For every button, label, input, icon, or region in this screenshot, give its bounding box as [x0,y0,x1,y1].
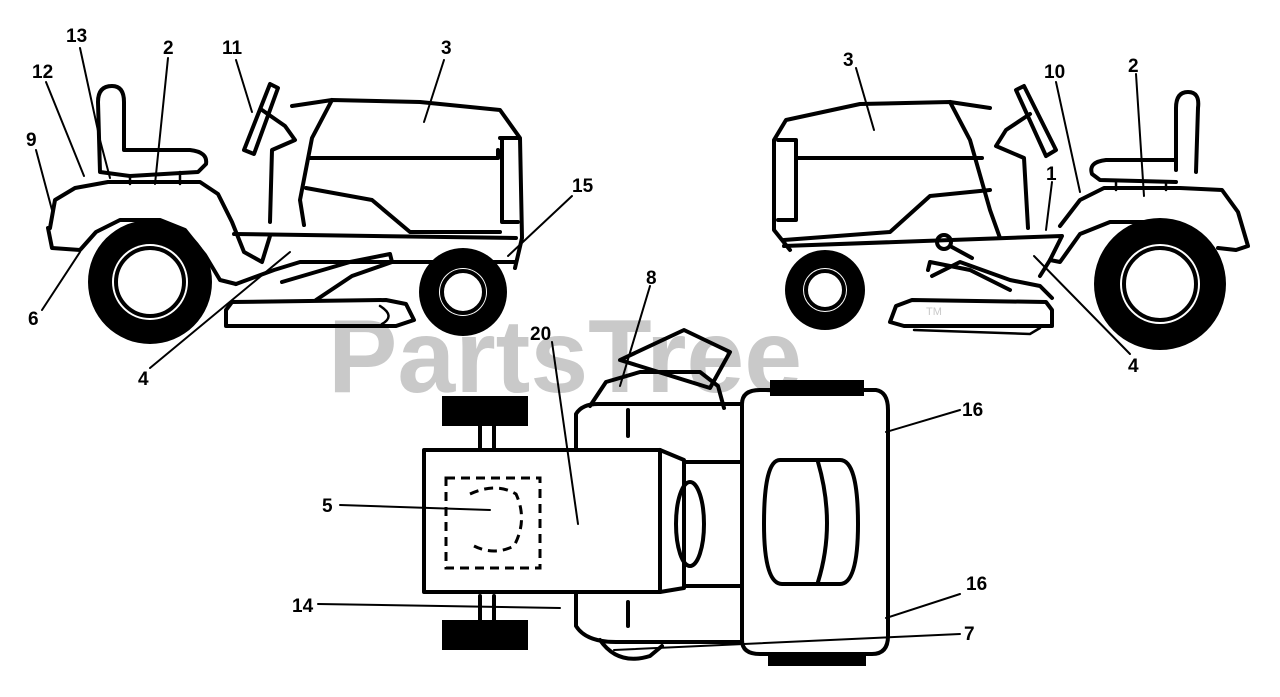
callout-5: 5 [322,496,333,517]
callout-7: 7 [964,624,975,645]
callout-12: 12 [32,62,53,83]
callout-20: 20 [530,324,551,345]
callout-11: 11 [222,38,243,59]
callout-15: 15 [572,176,594,197]
callout-3: 3 [441,38,452,59]
leader-lines [35,47,1145,651]
callout-1: 1 [1046,164,1057,185]
callout-16-bottom: 16 [966,574,987,595]
callout-2: 2 [163,38,174,59]
watermark-trademark: TM [926,306,942,318]
callout-3-right: 3 [843,50,854,71]
callout-2-right: 2 [1128,56,1139,77]
callout-13: 13 [66,26,87,47]
callout-6: 6 [28,309,39,330]
tractor-top-view [422,328,890,666]
callout-16-top: 16 [962,400,983,421]
callout-10: 10 [1044,62,1065,83]
callout-14: 14 [292,596,314,617]
callout-4: 4 [138,369,149,390]
callout-8: 8 [646,268,657,289]
tractor-left-side-view [46,82,524,344]
tractor-right-side-view [772,84,1250,350]
callout-labels: 13 2 11 3 12 9 15 6 4 3 10 2 1 4 8 20 16… [26,26,1139,645]
watermark-text: PartsTree [328,299,802,415]
callout-9: 9 [26,130,37,151]
callout-4-right: 4 [1128,356,1139,377]
